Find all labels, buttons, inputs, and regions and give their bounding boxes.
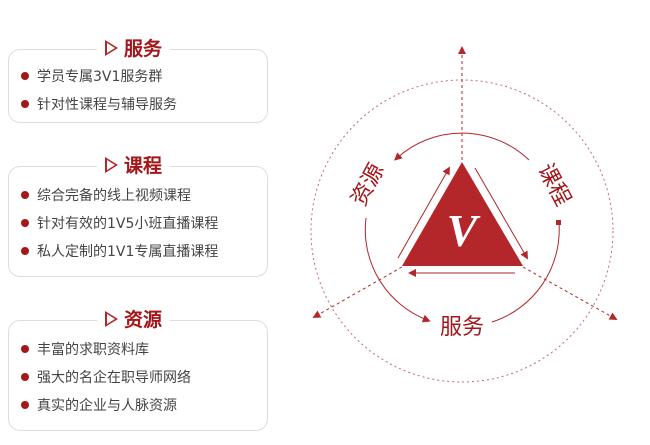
item-text: 针对性课程与辅导服务	[37, 97, 177, 113]
title-text: 服务	[124, 38, 163, 60]
play-triangle-icon	[105, 156, 118, 173]
axis-line-right	[522, 266, 618, 320]
label-services: 服务	[440, 315, 484, 340]
section-resources: 资源 丰富的求职资料库 强大的名企在职导师网络 真实的企业与人脉资源	[8, 305, 268, 431]
play-triangle-icon	[105, 39, 118, 56]
list-item: 综合完备的线上视频课程	[21, 181, 267, 209]
label-courses: 课程	[532, 160, 575, 211]
item-text: 学员专属3V1服务群	[37, 69, 163, 85]
center-triangle	[402, 162, 523, 266]
item-text: 强大的名企在职导师网络	[37, 370, 191, 386]
bullet-icon	[21, 72, 29, 80]
arc-top	[394, 132, 530, 161]
list-item: 真实的企业与人脉资源	[21, 391, 267, 419]
label-resources: 资源	[347, 160, 390, 211]
bullet-icon	[21, 345, 29, 353]
list-item: 私人定制的1V1专属直播课程	[21, 237, 267, 265]
section-title: 服务	[97, 34, 171, 61]
arc-right	[491, 222, 560, 323]
axis-line-left	[312, 266, 403, 318]
list-item: 丰富的求职资料库	[21, 335, 267, 363]
title-text: 课程	[124, 155, 163, 177]
arc-end-marker	[556, 220, 561, 225]
section-title: 课程	[97, 151, 171, 178]
center-letter: V	[447, 205, 481, 256]
bullet-icon	[21, 100, 29, 108]
triangle-arrow-left	[397, 166, 450, 259]
play-triangle-icon	[105, 310, 118, 327]
bullet-icon	[21, 219, 29, 227]
section-courses: 课程 综合完备的线上视频课程 针对有效的1V5小班直播课程 私人定制的1V1专属…	[8, 151, 268, 277]
triangle-arrow-right	[474, 167, 529, 260]
item-text: 私人定制的1V1专属直播课程	[37, 244, 219, 260]
title-text: 资源	[124, 309, 163, 331]
item-text: 综合完备的线上视频课程	[37, 188, 191, 204]
item-text: 真实的企业与人脉资源	[37, 398, 177, 414]
arc-left	[364, 217, 431, 323]
section-title: 资源	[97, 305, 171, 332]
list-item: 学员专属3V1服务群	[21, 62, 267, 90]
section-services: 服务 学员专属3V1服务群 针对性课程与辅导服务	[8, 34, 268, 123]
list-item: 针对有效的1V5小班直播课程	[21, 209, 267, 237]
list-item: 针对性课程与辅导服务	[21, 90, 267, 118]
item-text: 丰富的求职资料库	[37, 342, 149, 358]
item-text: 针对有效的1V5小班直播课程	[37, 216, 219, 232]
bullet-icon	[21, 401, 29, 409]
bullet-icon	[21, 247, 29, 255]
bullet-icon	[21, 373, 29, 381]
list-item: 强大的名企在职导师网络	[21, 363, 267, 391]
bullet-icon	[21, 191, 29, 199]
